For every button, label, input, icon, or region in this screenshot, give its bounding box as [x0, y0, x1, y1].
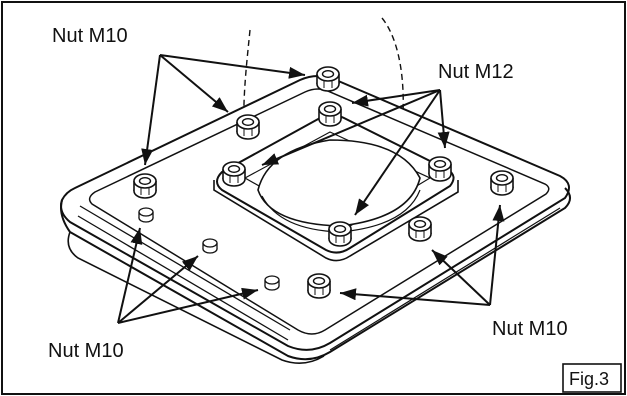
nut-m12-right	[428, 156, 452, 182]
callout-label-top-left: Nut M10	[52, 25, 128, 47]
nut-m10-right-2	[408, 216, 432, 242]
callout-label-bottom-left: Nut M10	[48, 340, 124, 362]
center-mounting-plate	[213, 114, 459, 262]
figure-id-label: Fig.3	[569, 369, 609, 389]
nut-m12-top	[318, 101, 342, 127]
nut-m10-under-3	[264, 275, 280, 291]
nut-m12-bottom	[328, 221, 352, 247]
nut-m10-under-1	[138, 207, 154, 223]
leader-arrows	[117, 54, 505, 324]
nut-m10-right-1	[490, 170, 514, 196]
nut-m12-left	[222, 161, 246, 187]
callout-label-top-right: Nut M12	[438, 61, 514, 83]
nut-m10-front	[307, 273, 331, 299]
figure-id-box: Fig.3	[562, 363, 622, 393]
nut-m10-top-1	[316, 66, 340, 92]
callout-label-bottom-right: Nut M10	[492, 318, 568, 340]
nut-m10-under-2	[202, 238, 218, 254]
nut-m10-left	[133, 173, 157, 199]
nut-m10-top-2	[236, 114, 260, 140]
